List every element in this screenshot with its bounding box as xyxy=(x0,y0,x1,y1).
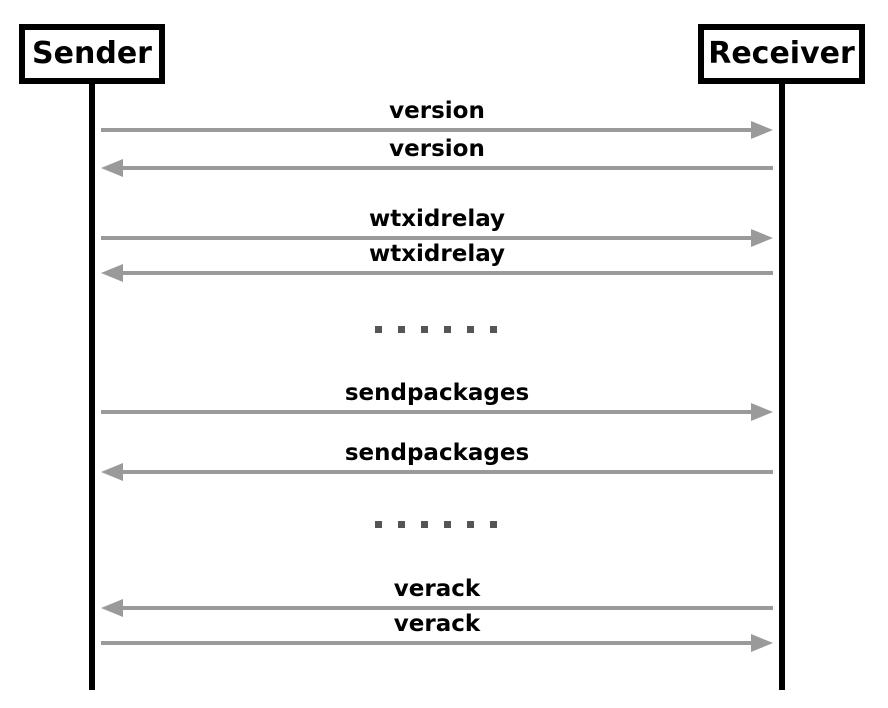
participant-label-receiver: Receiver xyxy=(708,36,855,71)
ellipsis-dot xyxy=(398,521,405,528)
arrowhead-left-icon xyxy=(101,463,123,481)
message-version-right[interactable]: version xyxy=(101,100,773,139)
arrowhead-left-icon xyxy=(101,599,123,617)
arrowhead-right-icon xyxy=(751,121,773,139)
message-label: sendpackages xyxy=(344,440,530,466)
arrowhead-left-icon xyxy=(101,264,123,282)
message-label: version xyxy=(389,98,485,124)
arrowhead-left-icon xyxy=(101,159,123,177)
ellipsis-dot xyxy=(467,326,474,333)
message-line xyxy=(119,606,773,610)
ellipsis-dot xyxy=(444,326,451,333)
message-label: verack xyxy=(393,576,481,602)
lifeline-sender xyxy=(89,84,95,690)
message-label: version xyxy=(389,136,485,162)
ellipsis-dot xyxy=(375,521,382,528)
message-sendpackages-right[interactable]: sendpackages xyxy=(101,382,773,421)
message-label: sendpackages xyxy=(344,380,530,406)
arrowhead-right-icon xyxy=(751,229,773,247)
message-line xyxy=(119,166,773,170)
message-line xyxy=(119,271,773,275)
message-line xyxy=(101,128,755,132)
message-wtxidrelay-right[interactable]: wtxidrelay xyxy=(101,208,773,247)
participant-box-receiver[interactable]: Receiver xyxy=(698,24,865,84)
message-verack-left[interactable]: verack xyxy=(101,578,773,617)
message-line xyxy=(101,641,755,645)
ellipsis-dot xyxy=(444,521,451,528)
message-verack-right[interactable]: verack xyxy=(101,613,773,652)
message-sendpackages-left[interactable]: sendpackages xyxy=(101,442,773,481)
message-label: wtxidrelay xyxy=(368,241,506,267)
ellipsis-dot xyxy=(490,326,497,333)
ellipsis-row xyxy=(375,326,497,333)
arrowhead-right-icon xyxy=(751,634,773,652)
ellipsis-dot xyxy=(467,521,474,528)
ellipsis-dot xyxy=(375,326,382,333)
lifeline-receiver xyxy=(779,84,785,690)
ellipsis-dot xyxy=(421,521,428,528)
participant-label-sender: Sender xyxy=(32,36,152,71)
arrowhead-right-icon xyxy=(751,403,773,421)
message-line xyxy=(119,470,773,474)
ellipsis-row xyxy=(375,521,497,528)
ellipsis-dot xyxy=(490,521,497,528)
ellipsis-dot xyxy=(398,326,405,333)
ellipsis-dot xyxy=(421,326,428,333)
message-wtxidrelay-left[interactable]: wtxidrelay xyxy=(101,243,773,282)
participant-box-sender[interactable]: Sender xyxy=(19,24,165,84)
message-line xyxy=(101,236,755,240)
message-label: verack xyxy=(393,611,481,637)
message-label: wtxidrelay xyxy=(368,206,506,232)
message-version-left[interactable]: version xyxy=(101,138,773,177)
message-line xyxy=(101,410,755,414)
